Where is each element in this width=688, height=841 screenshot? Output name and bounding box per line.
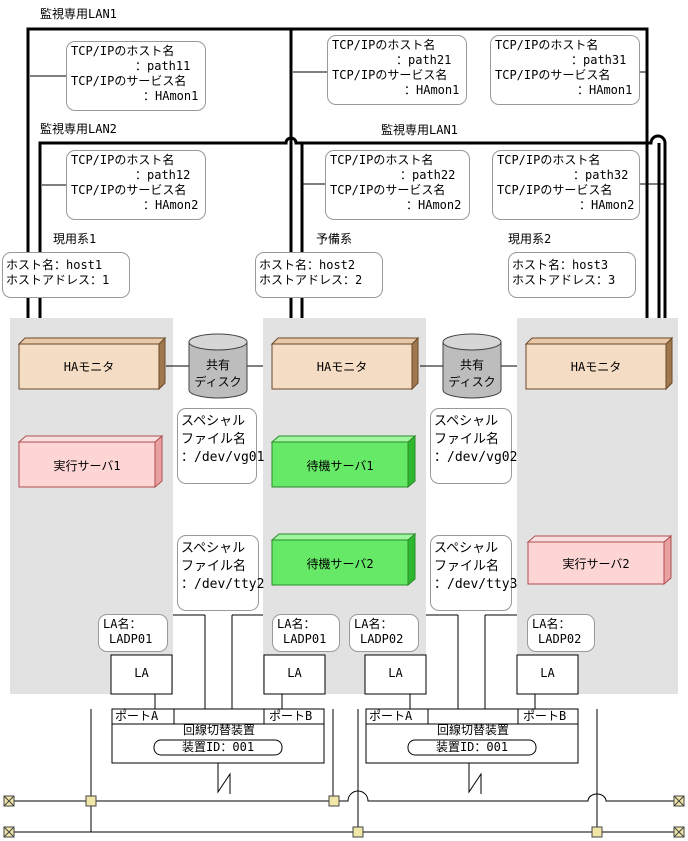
switch2-id: 装置ID：001 (435, 740, 509, 754)
la-label-3: LA (388, 666, 403, 680)
line-switch-units (111, 708, 579, 764)
la-name-host1: LA名：LADP01 (98, 614, 168, 652)
lan1-label: 監視専用LAN1 (40, 7, 117, 21)
standby-boxes (270, 434, 417, 587)
switch1-title: 回線切替装置 (182, 723, 255, 737)
lan2-label: 監視専用LAN2 (40, 122, 117, 136)
la-label-1: LA (134, 666, 149, 680)
lan1b-label: 監視専用LAN1 (381, 123, 458, 137)
role-host1: 現用系1 (53, 232, 97, 246)
role-host3: 現用系2 (508, 232, 552, 246)
terminal-icons (3, 795, 685, 838)
exec-server-1: 実行サーバ1 (53, 459, 121, 473)
switch2-title: 回線切替装置 (436, 723, 509, 737)
special-file-tty3: スペシャルファイル名：/dev/tty3 (430, 535, 517, 611)
la-name-host3: LA名：LADP02 (527, 614, 595, 652)
special-file-tty2: スペシャルファイル名：/dev/tty2 (177, 535, 264, 611)
ha-monitor-label-1: HAモニタ (63, 360, 115, 374)
ha-monitor-label-3: HAモニタ (570, 360, 622, 374)
switch1-port-a: ポートA (115, 709, 159, 723)
la-name-host2b: LA名：LADP02 (349, 614, 419, 652)
switch1-port-b: ポートB (269, 709, 313, 723)
la-name-host2a: LA名：LADP01 (272, 614, 340, 652)
special-file-vg01: スペシャルファイル名：/dev/vg01 (177, 408, 264, 484)
shared-disk-icons (188, 333, 502, 399)
ha-monitor-label-2: HAモニタ (316, 360, 368, 374)
la-label-4: LA (540, 666, 555, 680)
connector-lines (10, 71, 680, 833)
shared-disk-label-1: 共有ディスク (194, 358, 242, 389)
switch2-port-a: ポートA (369, 709, 413, 723)
la-boxes (110, 654, 579, 695)
shared-disk-label-2: 共有ディスク (448, 358, 496, 389)
ha-monitor-boxes (17, 336, 674, 391)
special-file-vg02: スペシャルファイル名：/dev/vg02 (430, 408, 517, 484)
switch2-port-b: ポートB (523, 709, 567, 723)
role-host2: 予備系 (316, 232, 353, 246)
la-label-2: LA (287, 666, 302, 680)
switch1-id: 装置ID：001 (181, 740, 255, 754)
exec-server-2: 実行サーバ2 (562, 557, 630, 571)
standby-server-2: 待機サーバ2 (306, 557, 374, 571)
server-boxes (17, 434, 673, 586)
standby-server-1: 待機サーバ1 (306, 459, 374, 473)
